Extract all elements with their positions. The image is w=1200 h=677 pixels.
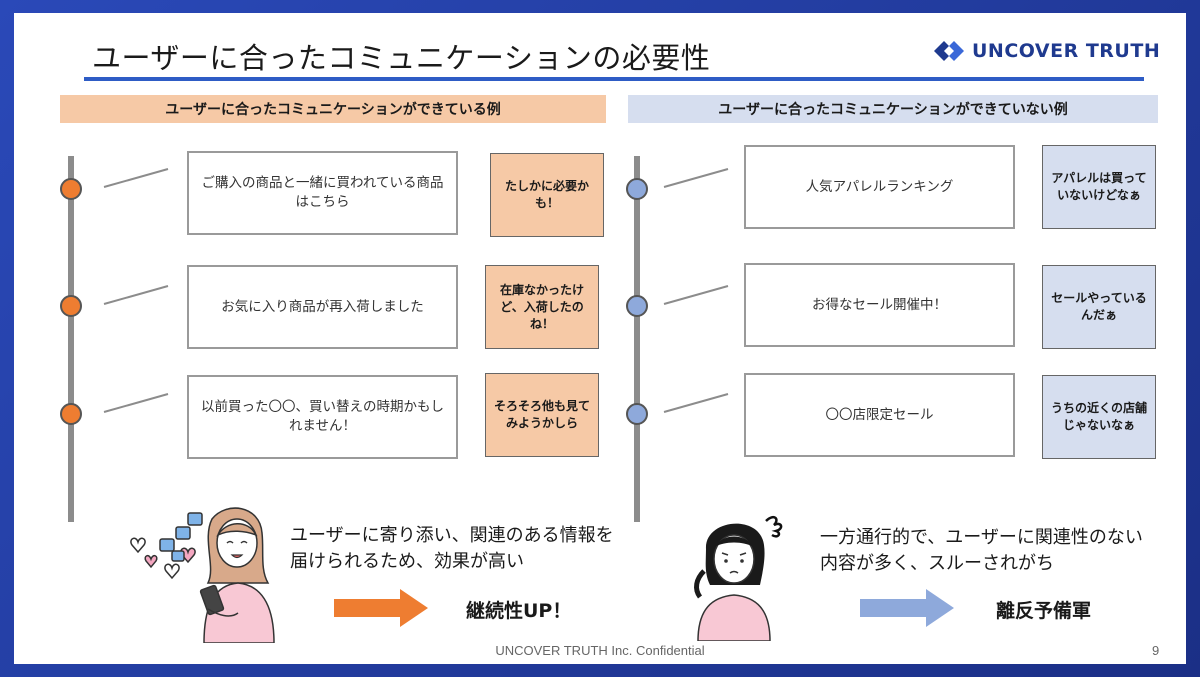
right-timeline <box>634 156 640 522</box>
right-result: 離反予備軍 <box>996 600 1092 622</box>
timeline-dot <box>60 295 82 317</box>
message-box: 以前買った〇〇、買い替えの時期かもしれません！ <box>187 375 458 459</box>
slide: ユーザーに合ったコミュニケーションの必要性 UNCOVER TRUTH ユーザー… <box>14 13 1186 664</box>
message-box: 人気アパレルランキング <box>744 145 1015 229</box>
reaction-bubble: 在庫なかったけど、入荷したのね！ <box>485 265 599 349</box>
arrow-right-icon <box>334 589 428 627</box>
timeline-dot <box>626 295 648 317</box>
slide-title: ユーザーに合ったコミュニケーションの必要性 <box>92 41 711 75</box>
reaction-bubble: セールやっているんだぁ <box>1042 265 1156 349</box>
message-box: お得なセール開催中！ <box>744 263 1015 347</box>
timeline-dot <box>60 178 82 200</box>
footer-confidential: UNCOVER TRUTH Inc. Confidential <box>495 643 705 658</box>
connector-line <box>663 168 729 188</box>
happy-woman-phone-icon <box>130 507 275 643</box>
right-section-heading: ユーザーに合ったコミュニケーションができていない例 <box>628 95 1158 123</box>
connector-line <box>663 393 729 413</box>
reaction-bubble: うちの近くの店舗じゃないなぁ <box>1042 375 1156 459</box>
connector-line <box>103 168 169 188</box>
page-number: 9 <box>1152 643 1160 658</box>
connector-line <box>103 285 169 305</box>
uncover-truth-logo-icon <box>934 41 964 61</box>
message-box: 〇〇店限定セール <box>744 373 1015 457</box>
reaction-bubble: アパレルは買っていないけどなぁ <box>1042 145 1156 229</box>
timeline-dot <box>60 403 82 425</box>
connector-line <box>103 393 169 413</box>
left-section-heading: ユーザーに合ったコミュニケーションができている例 <box>60 95 606 123</box>
left-result: 継続性UP！ <box>466 600 572 622</box>
message-box: ご購入の商品と一緒に買われている商品はこちら <box>187 151 458 235</box>
arrow-right-icon <box>860 589 954 627</box>
logo-text: UNCOVER TRUTH <box>972 40 1161 62</box>
brand-logo: UNCOVER TRUTH <box>934 39 1160 63</box>
left-summary: ユーザーに寄り添い、関連のある情報を届けられるため、効果が高い <box>290 525 614 572</box>
reaction-bubble: たしかに必要かも！ <box>490 153 604 237</box>
connector-line <box>663 285 729 305</box>
title-rule <box>84 77 1144 81</box>
left-timeline <box>68 156 74 522</box>
timeline-dot <box>626 178 648 200</box>
right-summary: 一方通行的で、ユーザーに関連性のない内容が多く、スルーされがち <box>820 527 1143 574</box>
reaction-bubble: そろそろ他も見てみようかしら <box>485 373 599 457</box>
message-box: お気に入り商品が再入荷しました <box>187 265 458 349</box>
timeline-dot <box>626 403 648 425</box>
confused-woman-icon <box>694 515 783 641</box>
